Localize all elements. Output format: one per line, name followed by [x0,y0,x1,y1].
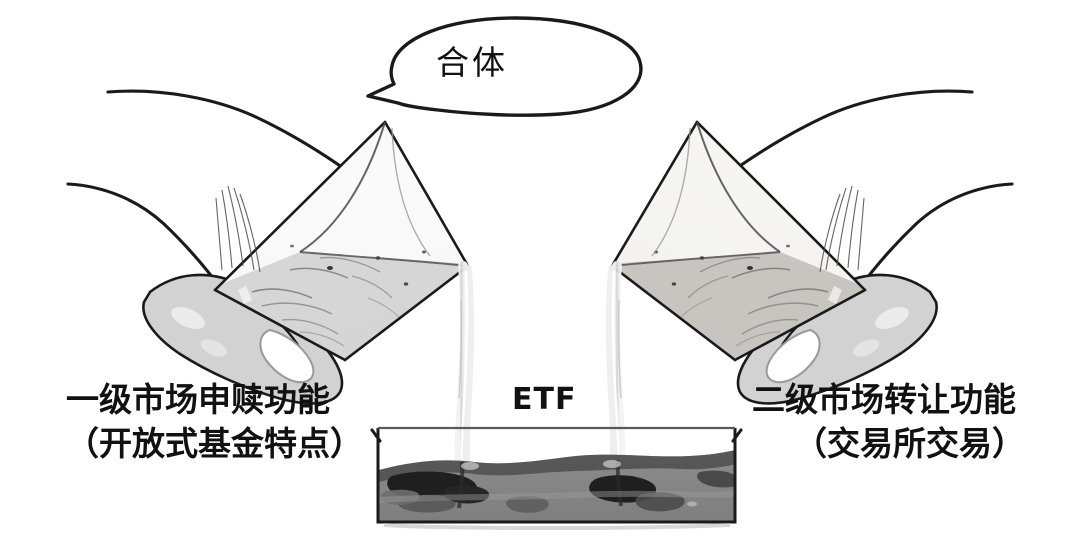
pour-stream-right [605,261,626,475]
left-pitcher [213,120,470,362]
speech-bubble-shape [366,16,643,117]
speech-bubble-text: 合体 [436,43,508,82]
left-caption: 一级市场申赎功能 （开放式基金特点） [66,378,363,466]
right-caption-line2: （交易所交易） [794,424,1025,463]
right-pitcher [610,120,867,362]
right-caption-line1: 二级市场转让功能 [752,380,1016,419]
etf-label: ETF [512,382,577,417]
right-caption: 二级市场转让功能 （交易所交易） [752,378,1025,466]
mixing-tank [370,426,743,530]
pour-stream-left [454,261,475,475]
left-caption-line2: （开放式基金特点） [66,424,363,463]
left-caption-line1: 一级市场申赎功能 [66,380,330,419]
